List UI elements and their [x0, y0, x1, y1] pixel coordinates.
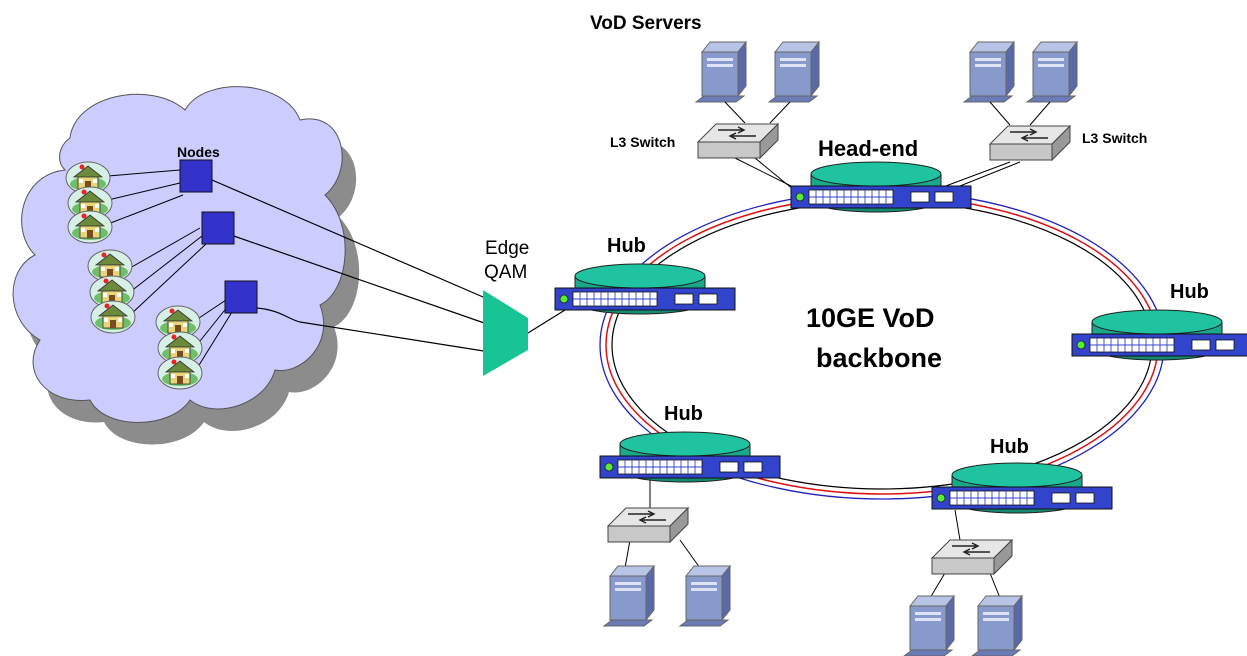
house-icon — [90, 300, 136, 334]
edge-label: Edge — [485, 238, 529, 259]
node-icon — [224, 280, 258, 314]
cloud-icon — [12, 86, 360, 445]
switch-icon — [989, 125, 1071, 161]
server-icon — [971, 595, 1023, 656]
switch-icon — [697, 123, 779, 159]
house-group-2 — [87, 249, 136, 334]
server-icon — [903, 595, 955, 656]
nodes-label: Nodes — [177, 144, 220, 160]
router-icon — [931, 462, 1113, 514]
l3-switch-right-label: L3 Switch — [1082, 130, 1147, 146]
edge-qam-icon — [483, 290, 528, 376]
router-icon — [554, 263, 736, 315]
hub-left-label: Hub — [607, 235, 646, 257]
house-icon — [157, 356, 203, 390]
backbone-title-line2: backbone — [816, 343, 942, 373]
node-icon — [179, 159, 213, 193]
hub-bottom-left-label: Hub — [664, 403, 703, 425]
hub-bottom-right-label: Hub — [990, 436, 1029, 458]
qam-hub-link — [527, 309, 566, 334]
server-icon — [963, 41, 1015, 103]
server-icon — [768, 41, 820, 103]
switch-icon — [607, 507, 689, 543]
fiber-links — [211, 179, 491, 353]
backbone-title-line1: 10GE VoD — [806, 303, 935, 333]
house-icon — [67, 210, 113, 244]
head-end-label: Head-end — [818, 136, 918, 161]
vod-server-group-left — [695, 41, 820, 103]
router-icon — [790, 161, 972, 213]
server-icon — [1026, 41, 1078, 103]
router-icon — [1071, 309, 1247, 361]
server-icon — [603, 565, 655, 627]
vod-server-group-right — [963, 41, 1078, 103]
house-group-1 — [65, 161, 113, 244]
hub-right-label: Hub — [1170, 281, 1209, 303]
node-icon — [201, 211, 235, 245]
l3-switch-left-label: L3 Switch — [610, 134, 675, 150]
server-icon — [695, 41, 747, 103]
house-group-3 — [155, 305, 203, 390]
switch-icon — [931, 539, 1013, 575]
vod-servers-label: VoD Servers — [590, 13, 702, 34]
router-icon — [599, 431, 781, 483]
qam-label: QAM — [484, 262, 527, 283]
coax-lines — [107, 169, 233, 371]
server-icon — [679, 565, 731, 627]
bottom-links — [624, 480, 1001, 599]
